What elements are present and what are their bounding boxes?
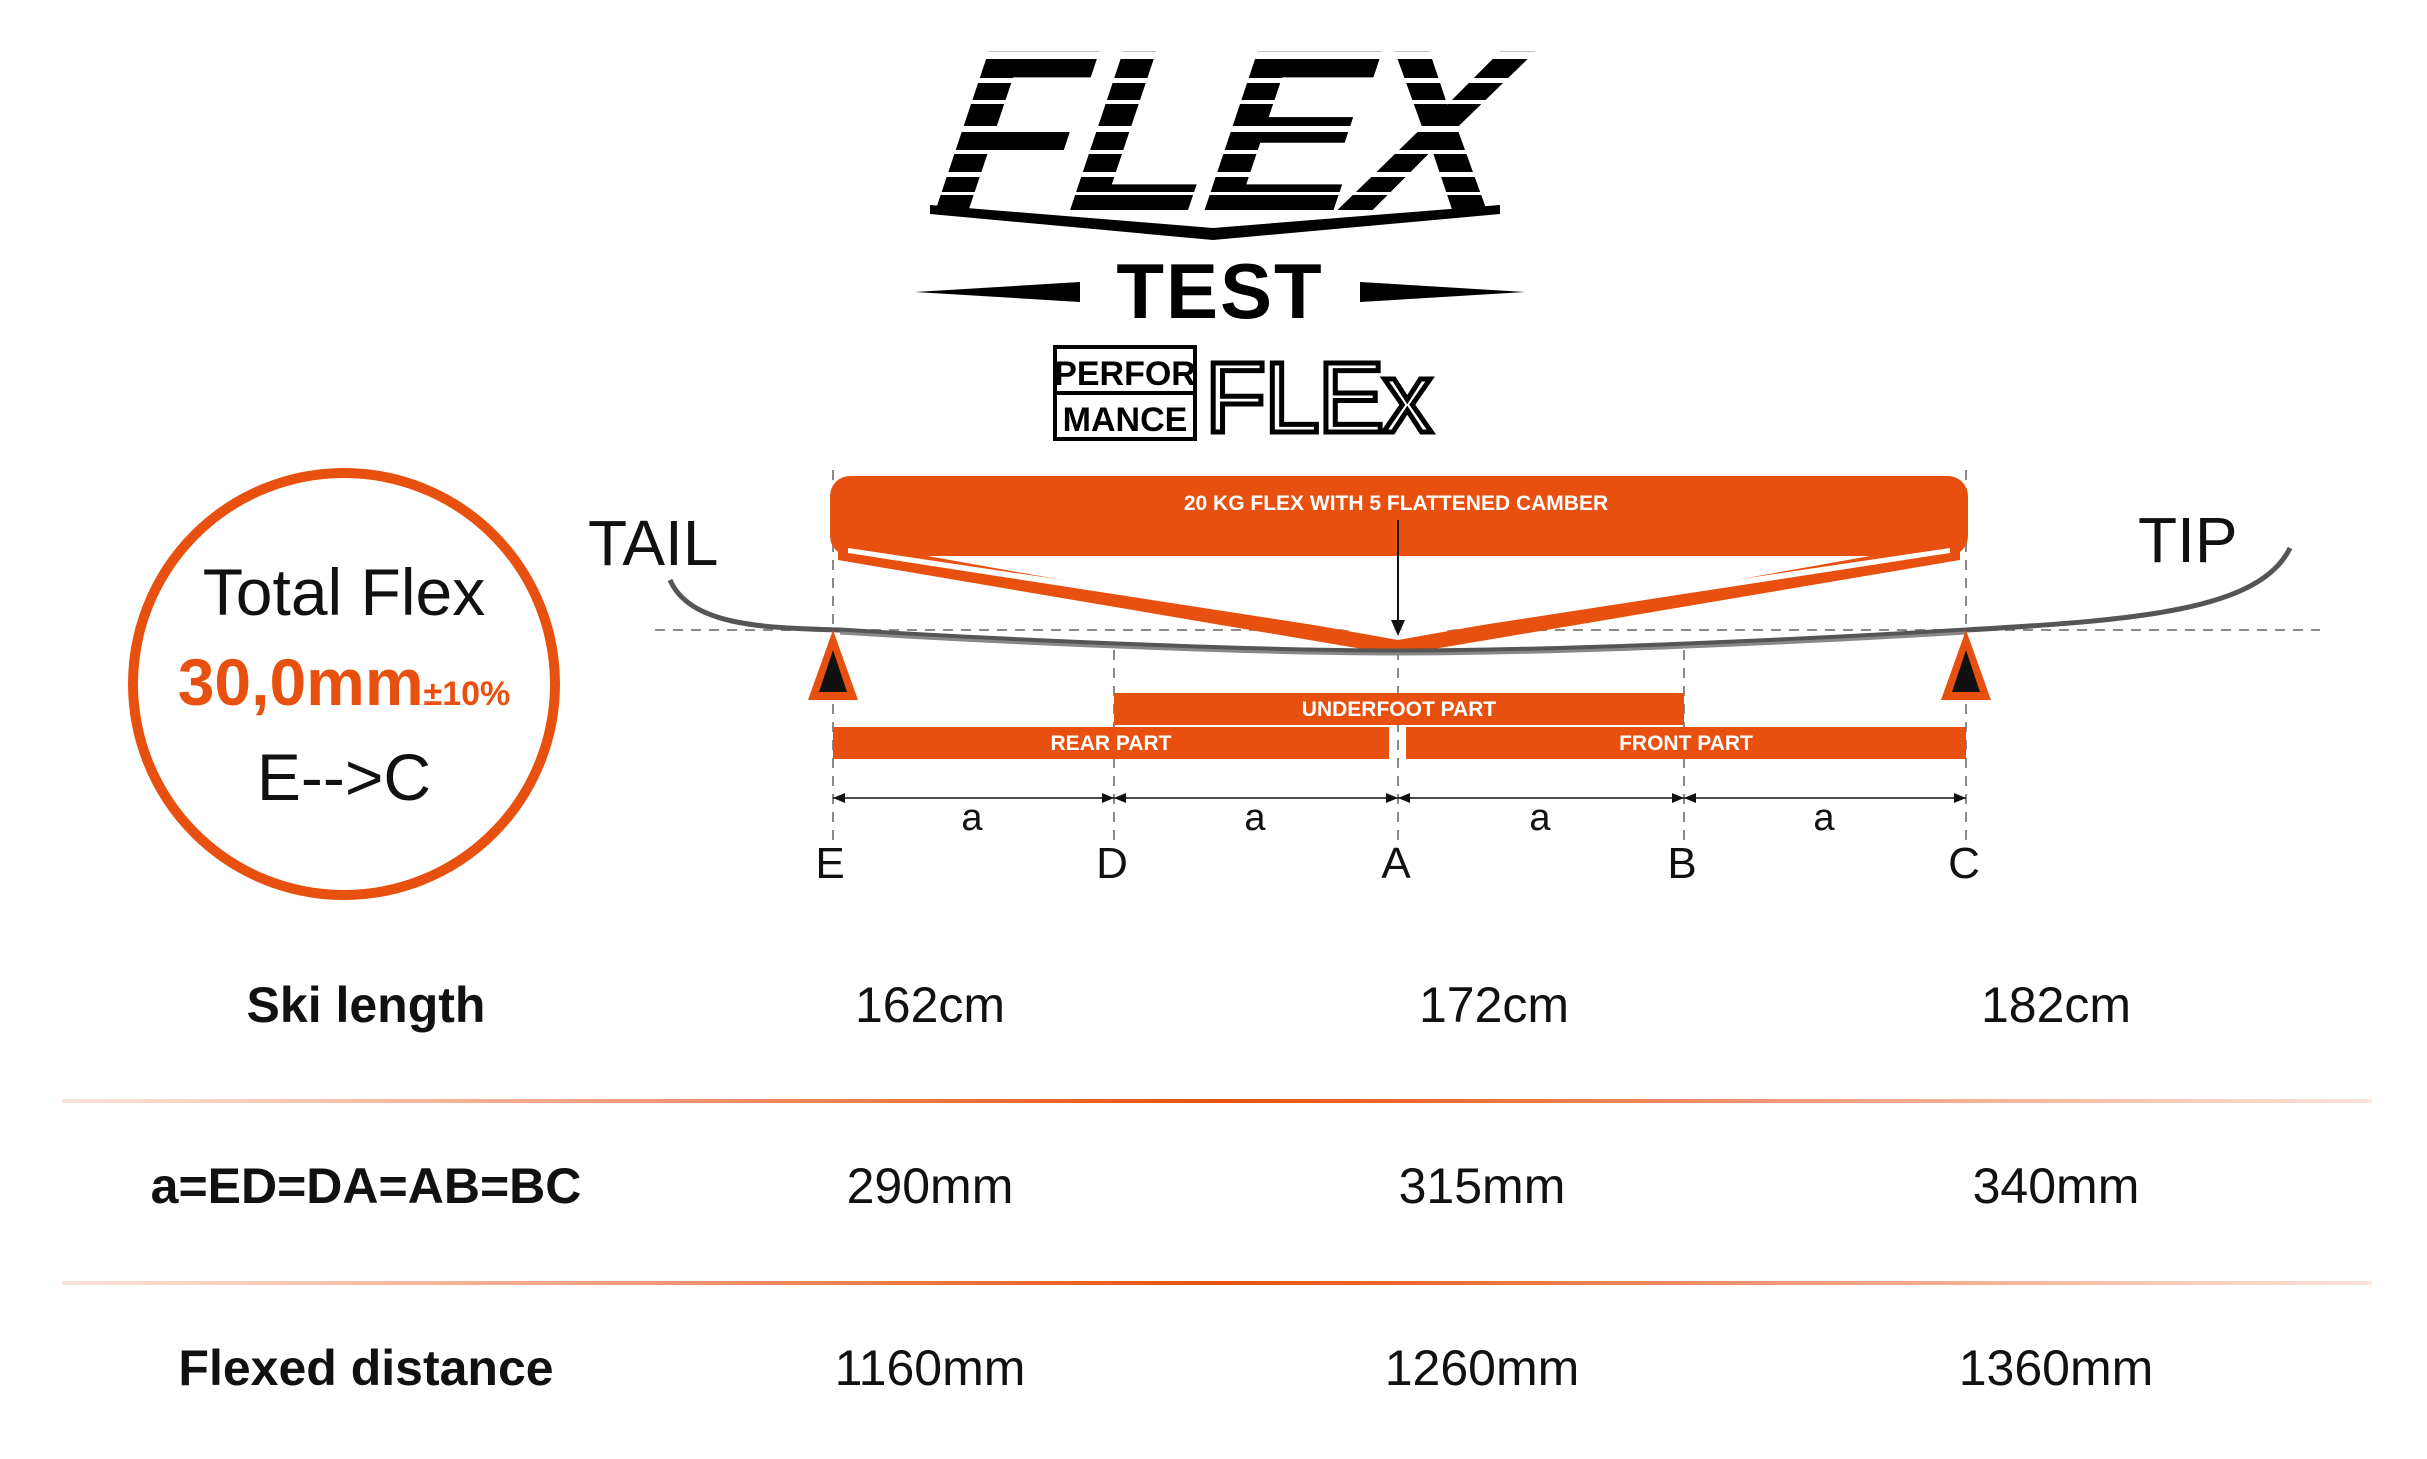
segment-label-ab: a xyxy=(1529,797,1551,839)
logo-test-right-bar xyxy=(1360,282,1525,302)
table-row: Flexed distance 1160mm 1260mm 1360mm xyxy=(178,1340,2153,1396)
badge-value-line: 30,0mm±10% xyxy=(178,645,511,719)
performance-top-text: PERFOR xyxy=(1054,355,1196,393)
table-row: Ski length 162cm 172cm 182cm xyxy=(247,977,2132,1033)
logo-test-word: TEST xyxy=(1116,247,1323,335)
row-divider xyxy=(62,1281,2372,1285)
table-cell: 1260mm xyxy=(1385,1340,1580,1396)
load-banner-label: 20 KG FLEX WITH 5 FLATTENED CAMBER xyxy=(1184,492,1608,515)
segment-label-bc: a xyxy=(1813,797,1835,839)
badge-title: Total Flex xyxy=(203,555,485,629)
segment-labels: a a a a xyxy=(961,797,1835,839)
front-bar: FRONT PART xyxy=(1406,727,1966,759)
table-cell: 290mm xyxy=(847,1158,1014,1214)
point-label-d: D xyxy=(1096,839,1128,888)
underfoot-bar: UNDERFOOT PART xyxy=(1114,693,1684,725)
flex-logo: FLEX TEST PERFOR MANCE FLEx xyxy=(880,2,1600,457)
flex-diagram: TAIL TIP 20 KG FLEX WITH 5 FLATTENED CAM… xyxy=(588,470,2320,888)
load-banner: 20 KG FLEX WITH 5 FLATTENED CAMBER xyxy=(830,476,1968,655)
point-label-b: B xyxy=(1667,839,1696,888)
tail-label: TAIL xyxy=(588,507,718,579)
dimension-arrows xyxy=(833,793,1966,803)
table-cell: 1360mm xyxy=(1959,1340,2154,1396)
table-cell: 162cm xyxy=(855,977,1005,1033)
row-label-flexed-distance: Flexed distance xyxy=(178,1340,553,1396)
total-flex-badge: Total Flex 30,0mm±10% E-->C xyxy=(128,468,560,900)
badge-tolerance: ±10% xyxy=(424,675,511,713)
logo-chevron xyxy=(930,205,1500,240)
badge-ring xyxy=(128,468,560,900)
logo-test-left-bar xyxy=(915,282,1080,302)
rear-bar: REAR PART xyxy=(833,727,1389,759)
table-cell: 315mm xyxy=(1399,1158,1566,1214)
support-right xyxy=(1941,630,1991,700)
logo-speed-stripes xyxy=(880,52,1600,195)
load-arrow-head xyxy=(1391,620,1405,636)
ski-profile-shadow xyxy=(839,631,1967,656)
point-label-e: E xyxy=(815,839,844,888)
point-label-c: C xyxy=(1948,839,1980,888)
table-cell: 172cm xyxy=(1419,977,1569,1033)
point-label-a: A xyxy=(1381,839,1411,888)
front-label: FRONT PART xyxy=(1619,732,1753,755)
segment-label-ed: a xyxy=(961,797,983,839)
support-left xyxy=(808,630,858,700)
table-cell: 182cm xyxy=(1981,977,2131,1033)
segment-label-da: a xyxy=(1244,797,1266,839)
underfoot-label: UNDERFOOT PART xyxy=(1302,698,1497,721)
row-label-ski-length: Ski length xyxy=(247,977,486,1033)
performance-bottom-text: MANCE xyxy=(1063,401,1188,439)
badge-value: 30,0mm xyxy=(178,645,424,719)
tip-label: TIP xyxy=(2138,504,2238,576)
performance-flex-word: FLEx xyxy=(1205,342,1431,454)
table-cell: 1160mm xyxy=(835,1340,1026,1396)
rear-label: REAR PART xyxy=(1051,732,1172,755)
badge-direction: E-->C xyxy=(257,740,431,814)
row-label-segment: a=ED=DA=AB=BC xyxy=(151,1158,582,1214)
ski-profile xyxy=(667,546,2293,654)
table-row: a=ED=DA=AB=BC 290mm 315mm 340mm xyxy=(151,1158,2140,1214)
table-cell: 340mm xyxy=(1973,1158,2140,1214)
spec-table: Ski length 162cm 172cm 182cm a=ED=DA=AB=… xyxy=(62,977,2372,1396)
point-labels: E D A B C xyxy=(815,839,1980,888)
performance-flex-brand: PERFOR MANCE FLEx xyxy=(1053,340,1436,457)
row-divider xyxy=(62,1099,2372,1103)
